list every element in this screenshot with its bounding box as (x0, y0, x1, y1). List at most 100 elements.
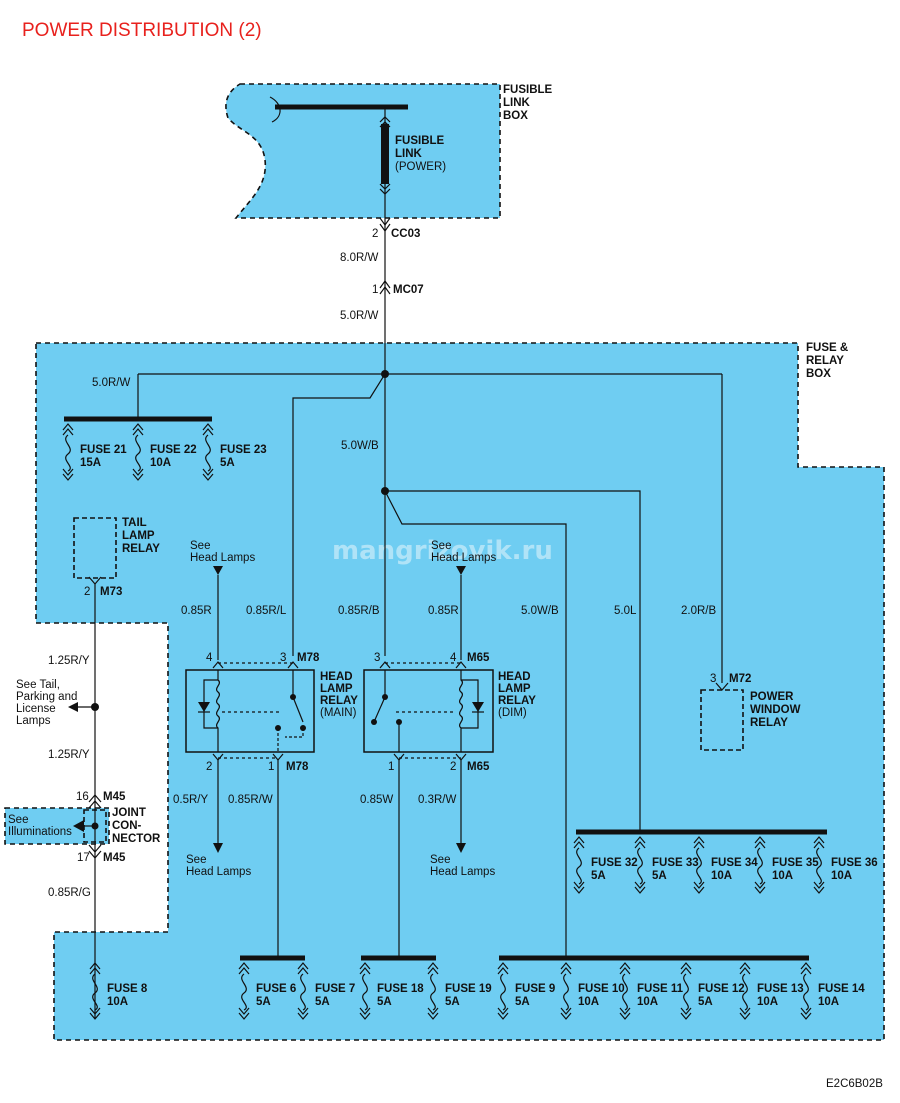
wire-5-0rw-fuses: 5.0R/W (92, 377, 130, 389)
fuse-relay-box-label: FUSE & RELAY BOX (806, 342, 848, 380)
svg-text:(DIM): (DIM) (498, 707, 527, 719)
m45-bottom-name: M45 (103, 852, 126, 864)
svg-text:HEAD: HEAD (498, 671, 531, 683)
svg-text:RELAY: RELAY (806, 355, 844, 367)
svg-text:Lamps: Lamps (16, 715, 51, 727)
m78-top-pin-3: 3 (280, 652, 286, 664)
cc03-pin: 2 (372, 228, 378, 240)
fuse-7: FUSE 75A (297, 962, 355, 1020)
fuse-9: FUSE 95A (497, 962, 555, 1020)
wire-0-85rg: 0.85R/G (48, 887, 91, 899)
fuse-symbol (693, 836, 705, 894)
svg-text:FUSIBLE: FUSIBLE (395, 135, 445, 147)
wire-0-85w: 0.85W (360, 794, 393, 806)
fuse-name: FUSE 18 (377, 983, 424, 995)
fuse-rating: 5A (256, 996, 271, 1008)
svg-text:JOINT: JOINT (112, 807, 146, 819)
m65-top-name: M65 (467, 652, 490, 664)
head-lamp-relay-dim-label: HEAD LAMP RELAY (DIM) (498, 671, 536, 719)
fuse-rating: 5A (591, 870, 606, 882)
wire-0-85r-main: 0.85R (181, 605, 212, 617)
fuse-rating: 5A (315, 996, 330, 1008)
see-illuminations-arrow (73, 820, 84, 832)
m78-top-name: M78 (297, 652, 320, 664)
fuse-rating: 5A (220, 457, 235, 469)
m65-top-pin-4: 4 (450, 652, 457, 664)
svg-text:Head Lamps: Head Lamps (431, 552, 496, 564)
wire-0-85r-dim: 0.85R (428, 605, 459, 617)
fuse-name: FUSE 10 (578, 983, 625, 995)
svg-text:Head Lamps: Head Lamps (190, 552, 255, 564)
svg-text:Head Lamps: Head Lamps (430, 866, 495, 878)
svg-text:License: License (16, 703, 56, 715)
svg-text:(POWER): (POWER) (395, 161, 446, 173)
m78-bottom-pin-2: 2 (206, 761, 212, 773)
wire-0-85rb: 0.85R/B (338, 605, 380, 617)
svg-text:LAMP: LAMP (320, 683, 353, 695)
mc07-pin: 1 (372, 284, 378, 296)
svg-text:Illuminations: Illuminations (8, 826, 72, 838)
page-title: POWER DISTRIBUTION (2) (22, 20, 262, 41)
m78-top-pin-4: 4 (206, 652, 213, 664)
wire-1-25ry-a: 1.25R/Y (48, 655, 90, 667)
wire-5-0rw-main: 5.0R/W (340, 310, 378, 322)
fuse-6: FUSE 65A (238, 962, 296, 1020)
see-illuminations-reference: See Illuminations (8, 814, 72, 838)
svg-text:TAIL: TAIL (122, 517, 147, 529)
svg-text:See: See (190, 540, 210, 552)
cc03-name: CC03 (391, 228, 420, 240)
m73-name: M73 (100, 586, 122, 598)
tail-lamp-relay (73, 517, 117, 579)
see-head-lamps-dim-bottom: See Head Lamps (430, 854, 495, 878)
joint-connector-label: JOINT CON- NECTOR (112, 807, 161, 845)
fuse-rating: 10A (757, 996, 778, 1008)
fuse-name: FUSE 19 (445, 983, 492, 995)
m78-bottom-name: M78 (286, 761, 309, 773)
svg-text:See: See (431, 540, 451, 552)
fuse-symbol (560, 962, 572, 1020)
fuse-symbol (573, 836, 585, 894)
wire-5-0wb-main: 5.0W/B (341, 440, 379, 452)
wire-0-5ry: 0.5R/Y (173, 794, 208, 806)
fuse-symbol (497, 962, 509, 1020)
svg-text:Parking and: Parking and (16, 691, 77, 703)
fuse-rating: 15A (80, 457, 101, 469)
fuse-rating: 10A (578, 996, 599, 1008)
svg-text:RELAY: RELAY (320, 695, 358, 707)
wire-8-0rw: 8.0R/W (340, 252, 378, 264)
fusible-link-label: FUSIBLE LINK (POWER) (395, 135, 446, 173)
fuse-name: FUSE 6 (256, 983, 296, 995)
fuse-rating: 10A (637, 996, 658, 1008)
m65-top-pin-3: 3 (374, 652, 380, 664)
m72-pin: 3 (710, 673, 716, 685)
fuse-symbol (202, 423, 214, 481)
fuse-rating: 5A (698, 996, 713, 1008)
fuse-name: FUSE 12 (698, 983, 745, 995)
svg-text:LINK: LINK (395, 148, 423, 160)
svg-text:CON-: CON- (112, 820, 142, 832)
fuse-symbol (680, 962, 692, 1020)
svg-text:(MAIN): (MAIN) (320, 707, 357, 719)
relay-dim-internals (371, 670, 484, 752)
svg-text:RELAY: RELAY (122, 543, 160, 555)
fusible-link-box-zone (225, 83, 501, 219)
m65-bottom-pin-1: 1 (388, 761, 394, 773)
see-head-lamps-main-bottom: See Head Lamps (186, 854, 251, 878)
wire-2-0rb: 2.0R/B (681, 605, 716, 617)
fuse-symbol (427, 962, 439, 1020)
connector-m45-top-symbol (88, 794, 102, 809)
svg-text:POWER: POWER (750, 691, 794, 703)
